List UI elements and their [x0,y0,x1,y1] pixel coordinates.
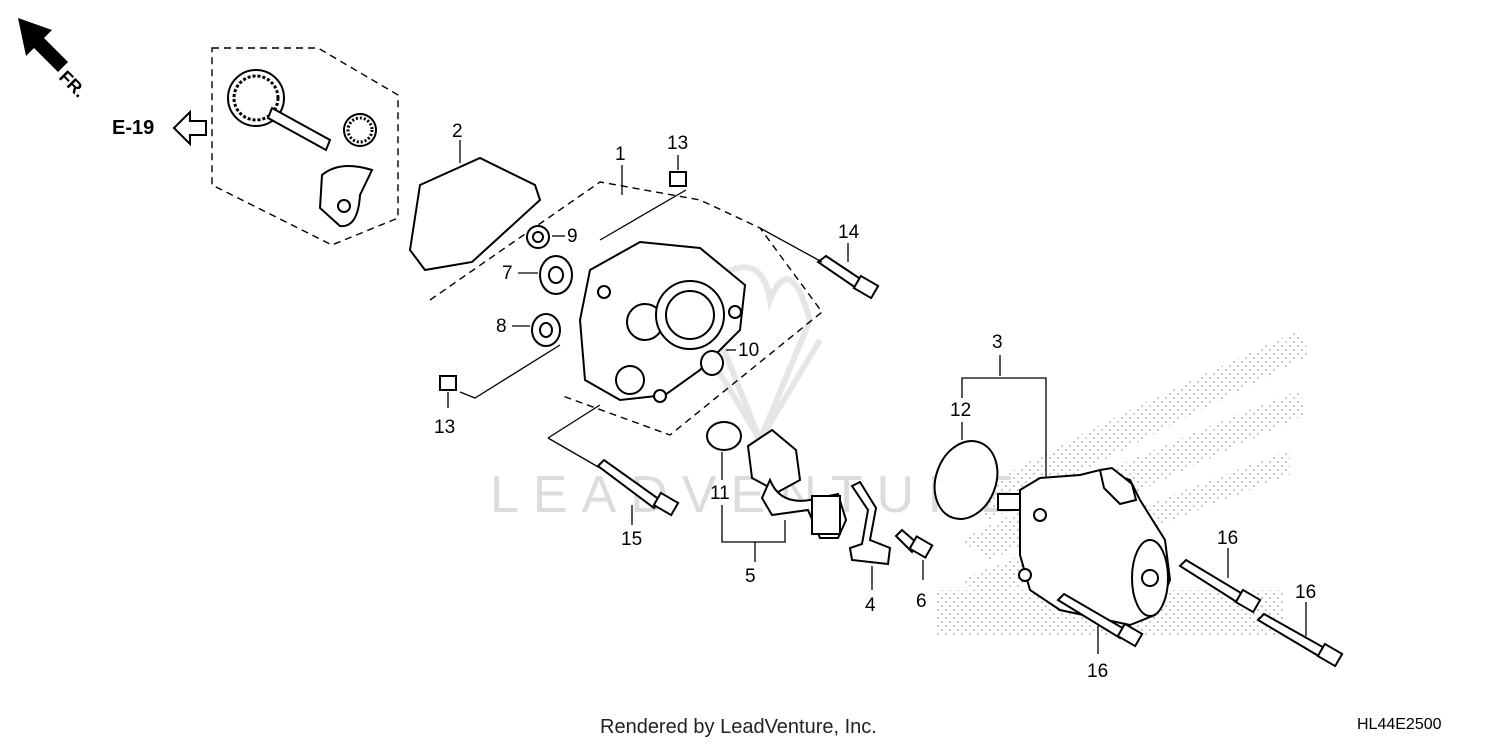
bolt-14 [816,254,880,300]
diagram-code: HL44E2500 [1357,716,1442,733]
bolt-15 [596,458,680,517]
callout-6[interactable]: 6 [916,591,927,612]
reference-arrow-icon[interactable] [172,109,207,147]
render-credit: Rendered by LeadVenture, Inc. [600,716,877,738]
bolt-16-a [1178,558,1262,614]
dowel-pin-lower [439,375,457,391]
callout-14[interactable]: 14 [838,222,860,243]
callout-1[interactable]: 1 [615,144,626,165]
bolt-6 [894,528,934,559]
callout-15[interactable]: 15 [621,529,642,550]
callout-3[interactable]: 3 [992,332,1003,353]
starter-motor [997,466,1172,627]
callout-8[interactable]: 8 [496,316,507,337]
callout-2[interactable]: 2 [452,121,463,142]
o-ring-11 [706,421,742,451]
callout-16-c[interactable]: 16 [1295,582,1316,603]
callout-12[interactable]: 12 [950,400,971,421]
bracket-4 [848,480,892,566]
front-marker: FR. [55,67,90,102]
gasket [408,156,542,272]
callout-7[interactable]: 7 [502,263,513,284]
speed-sensor [746,428,848,539]
callout-13-upper[interactable]: 13 [667,133,688,154]
callout-10[interactable]: 10 [738,340,759,361]
callout-4[interactable]: 4 [865,595,876,616]
reference-code[interactable]: E-19 [112,117,154,139]
bolt-16-c [1256,612,1344,668]
callout-13-lower[interactable]: 13 [434,417,455,438]
callout-16-a[interactable]: 16 [1217,528,1238,549]
callout-11[interactable]: 11 [710,483,730,504]
bolt-16-b [1056,592,1144,648]
oil-seal-10 [700,350,724,376]
callout-5[interactable]: 5 [745,566,756,587]
front-direction-arrow-icon [18,18,68,72]
callout-9[interactable]: 9 [567,226,578,247]
gear-shaft-assembly [227,69,377,228]
callout-16-b[interactable]: 16 [1087,661,1108,682]
o-ring-12 [933,440,999,520]
dowel-pin-upper [669,171,687,187]
